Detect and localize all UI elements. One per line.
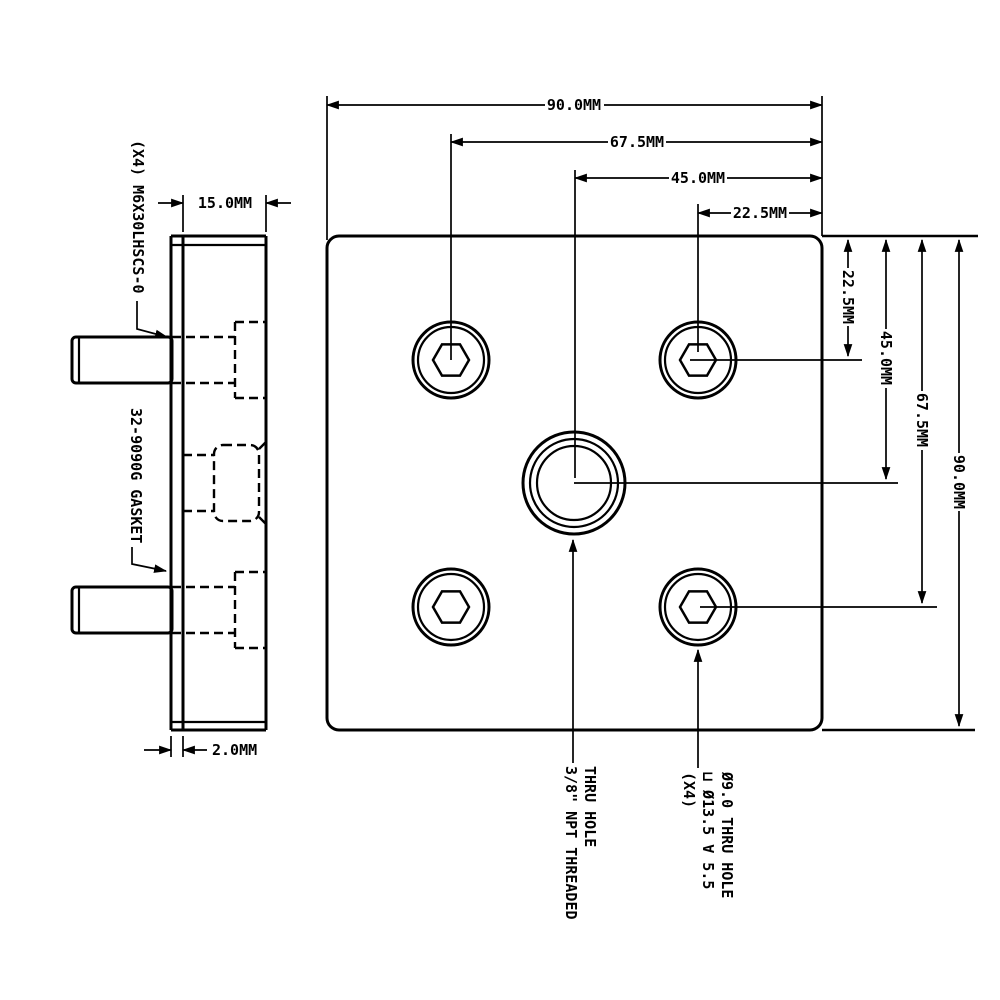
dim-top-45mm: 45.0MM [573,169,824,478]
dim-right-22-5mm: 22.5MM [839,238,857,358]
screw-side-bottom [70,585,174,635]
dim-right-90mm: 90.0MM [950,238,968,728]
screw-side-top [70,335,174,385]
npt-note-line-1: 3/8" NPT THREADED [562,766,580,920]
dim-22-5mm-label: 22.5MM [733,204,787,222]
dim-right-67-5mm-label: 67.5MM [913,393,931,447]
dim-top-90mm: 90.0MM [325,96,824,240]
hex-socket-icon [431,343,471,377]
dim-plate-thickness: 15.0MM [158,194,291,232]
npt-hole-callout: 3/8" NPT THREADED THRU HOLE [562,538,599,920]
dim-right-45mm: 45.0MM [877,238,895,481]
screw-bottom-left [411,567,491,647]
hex-socket-icon [678,590,718,624]
hex-socket-icon [678,343,718,377]
dim-90mm-label: 90.0MM [547,96,601,114]
dim-top-22-5mm: 22.5MM [696,204,824,352]
counterbore-callout: Ø9.0 THRU HOLE ⊔ Ø13.5 ∀ 5.5 (X4) [680,648,736,898]
hidden-npt-hole [183,441,267,525]
gasket-callout-label: 32-9090G GASKET [127,408,145,543]
hex-socket-icon [431,590,471,624]
side-view: 15.0MM 2.0MM (X4) M6X30LHSCS-0 32-9090G … [70,140,291,759]
dim-right-67-5mm: 67.5MM [913,238,931,605]
dim-45mm-label: 45.0MM [671,169,725,187]
dim-67-5mm-label: 67.5MM [610,133,664,151]
screw-callout-label: (X4) M6X30LHSCS-0 [129,140,147,294]
dim-gasket-thickness: 2.0MM [144,736,257,759]
counterbore-note-line-3: (X4) [680,772,698,808]
counterbore-note-line-1: Ø9.0 THRU HOLE [718,771,736,898]
dim-top-67-5mm: 67.5MM [449,133,824,360]
plate-thickness-label: 15.0MM [198,194,252,212]
gasket-thickness-label: 2.0MM [212,741,257,759]
screw-callout-leader [136,301,169,339]
hidden-screw-bottom [172,570,265,650]
hidden-screw-top [172,320,265,400]
front-view: 90.0MM 67.5MM 45.0MM 22.5MM [325,96,978,920]
dim-right-45mm-label: 45.0MM [877,331,895,385]
gasket-callout-leader [131,547,168,573]
counterbore-note-line-2: ⊔ Ø13.5 ∀ 5.5 [699,772,717,889]
dim-right-22-5mm-label: 22.5MM [839,270,857,324]
dim-right-90mm-label: 90.0MM [950,455,968,509]
npt-note-line-2: THRU HOLE [581,766,599,847]
